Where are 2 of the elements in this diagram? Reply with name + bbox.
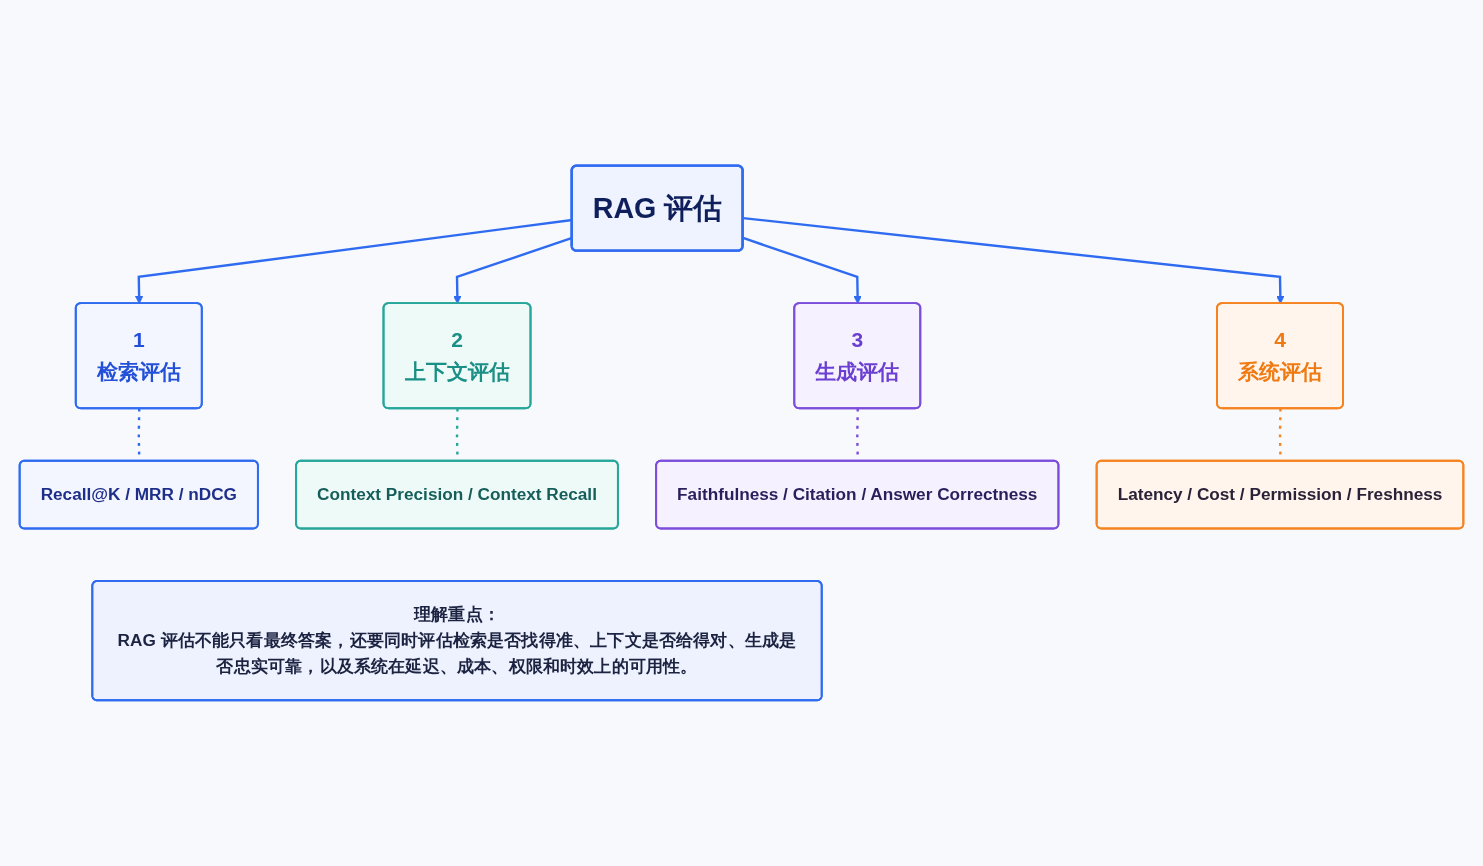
arrow bbox=[742, 216, 1285, 304]
arrow bbox=[742, 236, 862, 304]
